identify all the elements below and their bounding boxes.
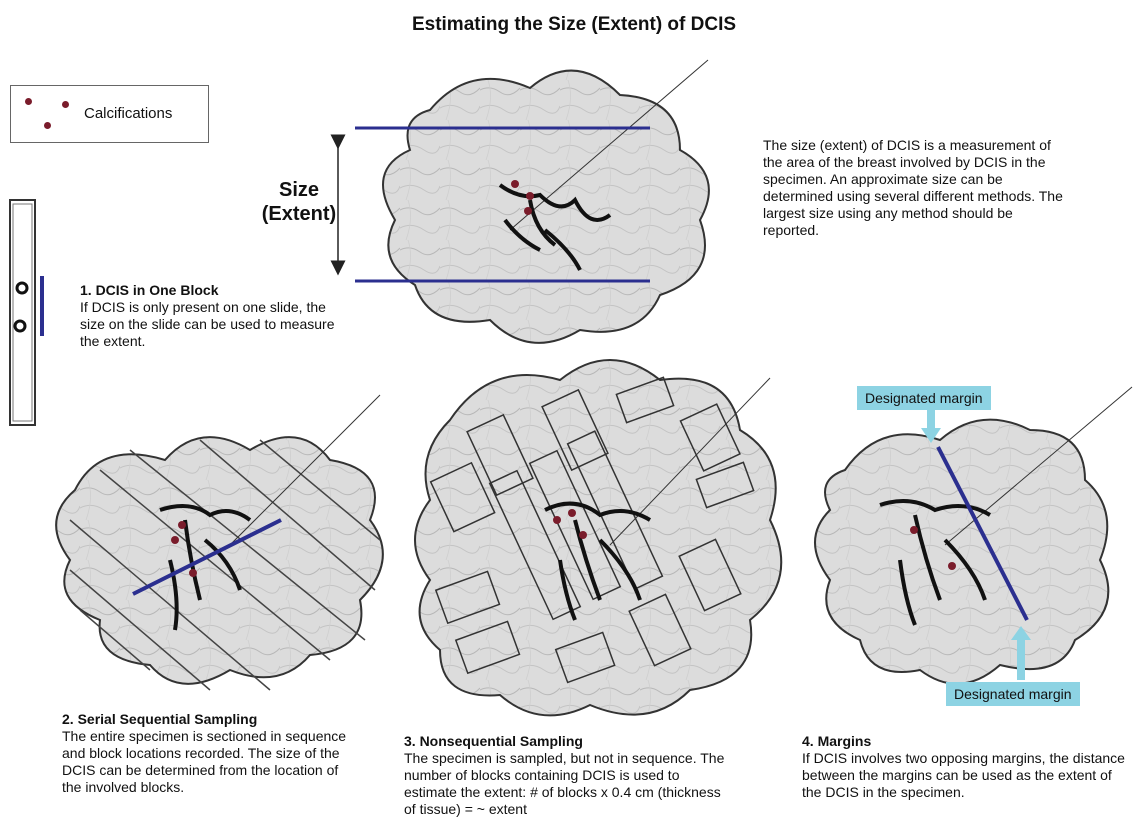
method-4-text: If DCIS involves two opposing margins, t…: [802, 750, 1125, 800]
calcification-dot: [62, 101, 69, 108]
calcification-dot: [44, 122, 51, 129]
method-1-caption: 1. DCIS in One Block If DCIS is only pre…: [80, 282, 340, 350]
method-2-text: The entire specimen is sectioned in sequ…: [62, 728, 347, 795]
method-4-caption: 4. Margins If DCIS involves two opposing…: [802, 733, 1132, 801]
size-label-line1: Size: [278, 179, 320, 201]
calcification-dot: [25, 98, 32, 105]
method-2-heading: 2. Serial Sequential Sampling: [62, 711, 258, 727]
method-3-text: The specimen is sampled, but not in sequ…: [404, 750, 725, 817]
single-slide: [9, 199, 44, 426]
diagram-title: Estimating the Size (Extent) of DCIS: [411, 14, 737, 35]
intro-text: The size (extent) of DCIS is a measureme…: [763, 137, 1063, 238]
specimen-main: [382, 59, 710, 344]
method-3-heading: 3. Nonsequential Sampling: [404, 733, 583, 749]
method-1-text: If DCIS is only present on one slide, th…: [80, 299, 335, 349]
specimen-margins: [814, 386, 1133, 685]
method-1-heading: 1. DCIS in One Block: [80, 282, 219, 298]
legend-label: Calcifications: [84, 105, 173, 122]
specimen-serial: [55, 394, 384, 691]
designated-margin-top-label: Designated margin: [857, 386, 991, 410]
method-2-caption: 2. Serial Sequential Sampling The entire…: [62, 711, 352, 796]
designated-margin-bottom-label: Designated margin: [946, 682, 1080, 706]
size-label: Size (Extent): [244, 178, 354, 226]
margin-arrows: [921, 410, 1031, 680]
specimen-nonsequential: [414, 359, 783, 717]
legend-box: [10, 85, 209, 143]
method-3-caption: 3. Nonsequential Sampling The specimen i…: [404, 733, 734, 818]
size-label-line2: (Extent): [261, 203, 337, 225]
method-4-heading: 4. Margins: [802, 733, 872, 749]
